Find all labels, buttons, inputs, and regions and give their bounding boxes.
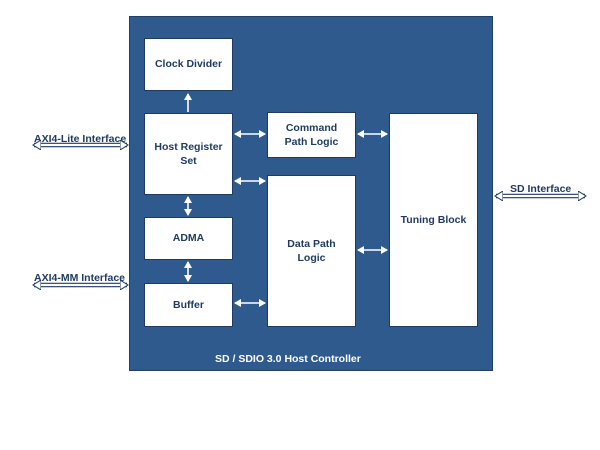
- axi4-lite-interface-label: AXI4-Lite Interface: [34, 133, 127, 145]
- tuning-block: Tuning Block: [389, 113, 478, 327]
- host-register-set-block: Host Register Set: [144, 113, 233, 195]
- axi4-mm-interface-label: AXI4-MM Interface: [34, 272, 126, 284]
- data-path-logic-block: Data Path Logic: [267, 175, 356, 327]
- buffer-block: Buffer: [144, 283, 233, 327]
- sd-interface-label: SD Interface: [510, 183, 572, 195]
- adma-block: ADMA: [144, 217, 233, 260]
- command-path-logic-block: Command Path Logic: [267, 112, 356, 158]
- controller-title: SD / SDIO 3.0 Host Controller: [215, 353, 361, 365]
- clock-divider-block: Clock Divider: [144, 38, 233, 91]
